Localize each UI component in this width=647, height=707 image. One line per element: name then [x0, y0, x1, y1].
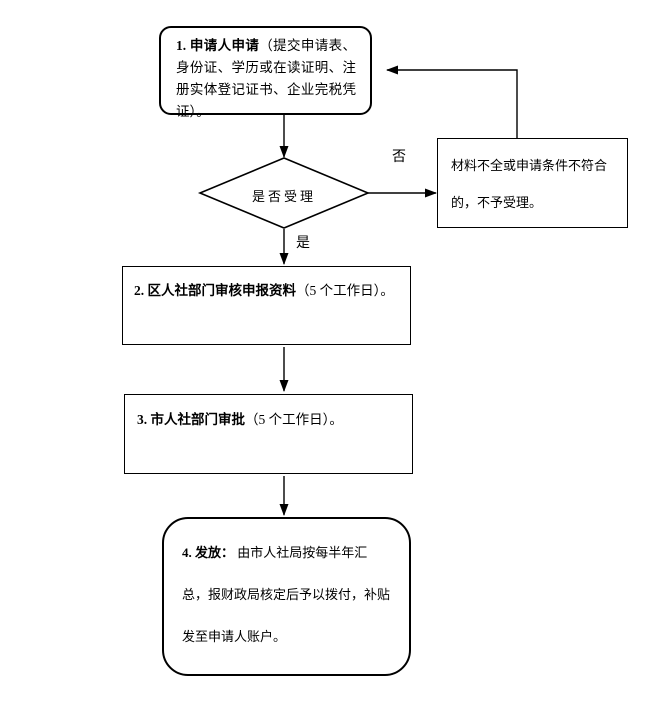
step3-bold-text: 3. 市人社部门审批 — [137, 412, 245, 427]
step3-text: 3. 市人社部门审批（5 个工作日）。 — [137, 409, 400, 430]
step2-text: 2. 区人社部门审核申报资料（5 个工作日）。 — [134, 280, 398, 301]
no-edge-label: 否 — [392, 150, 406, 165]
reject-note-node: 材料不全或申请条件不符合的，不予受理。 — [437, 138, 628, 228]
step4-rest-text: 由市人社局按每半年汇总，报财政局核定后予以拨付，补贴发至申请人账户。 — [182, 545, 391, 644]
step4-text: 4. 发放： 由市人社局按每半年汇总，报财政局核定后予以拨付，补贴发至申请人账户… — [182, 532, 393, 658]
step3-city-approval-node: 3. 市人社部门审批（5 个工作日）。 — [124, 394, 413, 474]
step1-applicant-node: 1. 申请人申请（提交申请表、身份证、学历或在读证明、注册实体登记证书、企业完税… — [159, 26, 372, 119]
decision-diamond — [197, 157, 371, 229]
step1-text: 1. 申请人申请（提交申请表、身份证、学历或在读证明、注册实体登记证书、企业完税… — [176, 35, 356, 123]
step2-rest-text: （5 个工作日）。 — [296, 283, 394, 298]
step1-bold-text: 1. 申请人申请 — [176, 38, 260, 53]
arrow-reject-to-step1 — [386, 65, 518, 138]
step3-rest-text: （5 个工作日）。 — [245, 412, 343, 427]
step2-bold-text: 2. 区人社部门审核申报资料 — [134, 283, 296, 298]
step4-disbursement-node: 4. 发放： 由市人社局按每半年汇总，报财政局核定后予以拨付，补贴发至申请人账户… — [162, 517, 411, 676]
step1-rest-text: （提交申请表、身份证、学历或在读证明、注册实体登记证书、企业完税凭证）。 — [176, 38, 356, 119]
step4-bold-text: 4. 发放： — [182, 545, 235, 560]
reject-note-text: 材料不全或申请条件不符合的，不予受理。 — [451, 158, 608, 210]
yes-edge-label: 是 — [296, 236, 310, 251]
step2-district-review-node: 2. 区人社部门审核申报资料（5 个工作日）。 — [122, 266, 411, 345]
decision-node-label: 是否受理 — [251, 189, 316, 204]
